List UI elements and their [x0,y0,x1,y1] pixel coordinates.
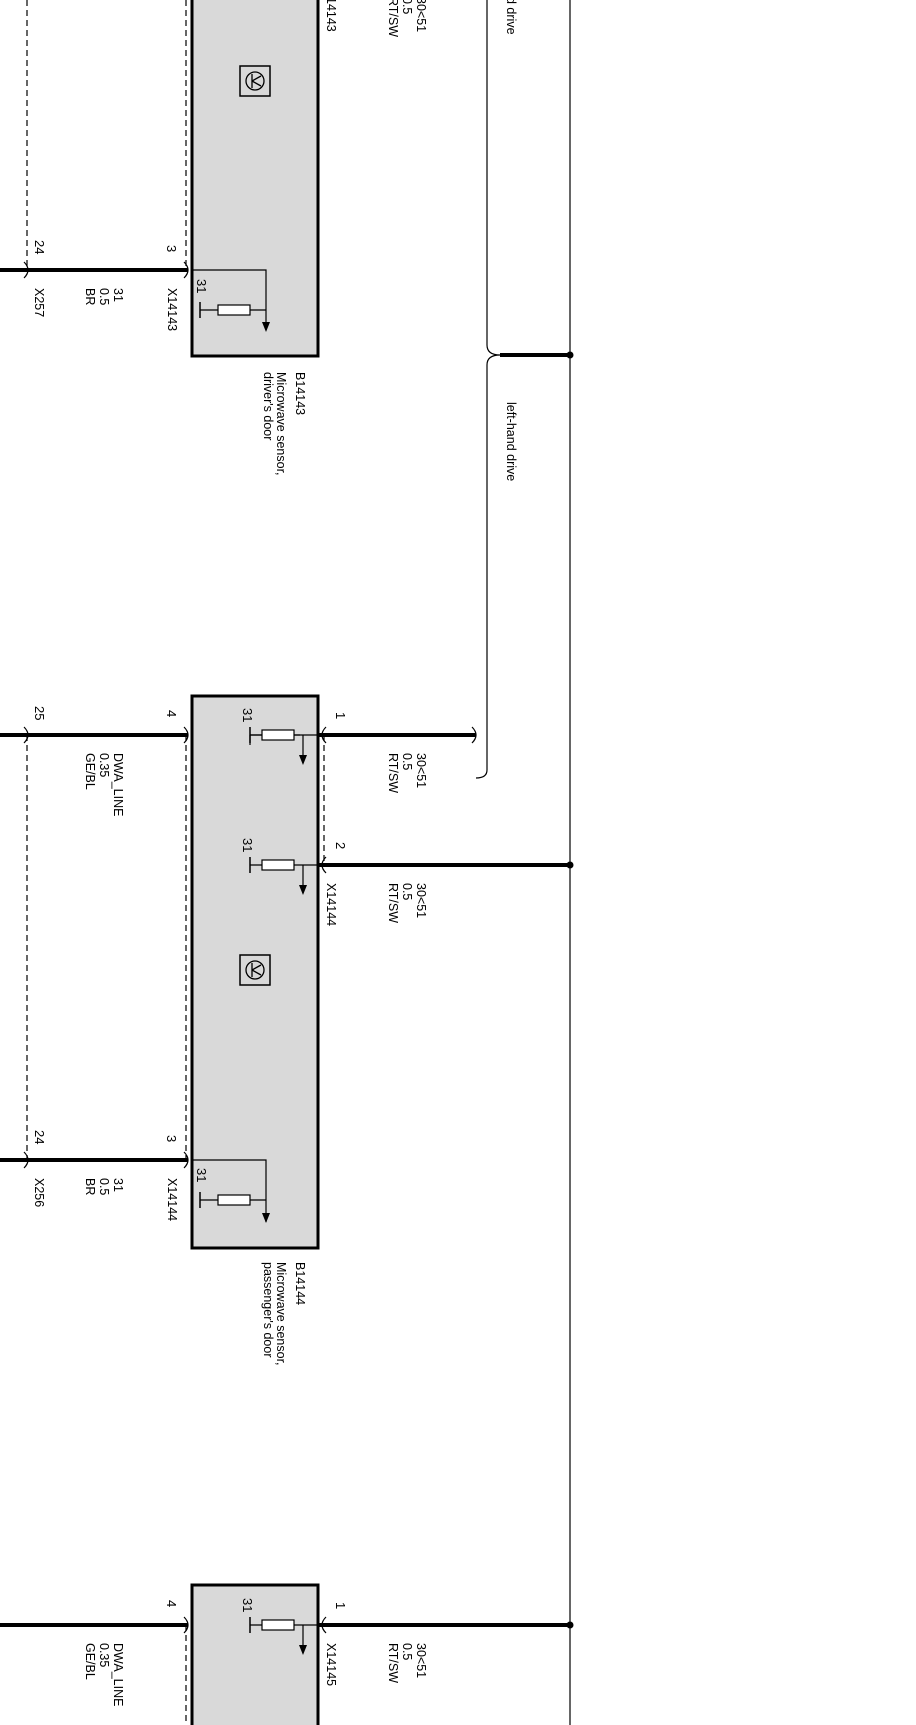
sensor1-pin2-label: 30<51 [414,0,428,32]
component-b14144-id: B14144 [293,1262,307,1305]
sensor2-pin3-size: 0.5 [97,1178,111,1195]
sensor2-pin3-signal: 31 [111,1178,125,1192]
connector-mark [23,261,29,279]
component-b14143-id: B14143 [293,372,307,415]
sensor3-pin4-signal: DWA_LINE [111,1643,125,1706]
sensor2-ext-pin3: 24 [32,1130,47,1144]
sensor1-pin2-connector: 14143 [324,0,338,32]
connector-mark [23,1151,29,1169]
sensor2-pin4: 4 [164,710,179,717]
sensor2-pin4-signal: DWA_LINE [111,753,125,816]
junction-dot [566,351,574,359]
sensor2-ext-connector: X256 [32,1178,46,1207]
pin1-resistor-icon [249,1617,318,1655]
sensor3-pin1-color: RT/SW [386,1643,400,1683]
sensor2-pin2-label: 30<51 [414,883,428,918]
junction-dot [566,861,574,869]
sensor3-pin4-color: GE/BL [83,1643,97,1680]
sensor3-pin1-size: 0.5 [400,1643,414,1660]
connector-mark [321,1616,327,1634]
sensor1-pin3-signal: 31 [111,288,125,302]
sensor1-ground-pin: 31 [194,279,209,293]
ground-resistor-icon [192,1159,270,1223]
connector-mark [183,1616,189,1634]
sensor3-pin1-connector: X14145 [324,1643,338,1686]
sensor2-pin2-color: RT/SW [386,883,400,923]
drive-brace [475,0,501,779]
component-b14143-desc2: driver's door [261,372,275,440]
sensor2-pin1-label: 30<51 [414,753,428,788]
sensor2-pin2-ground: 31 [240,838,255,852]
ground-resistor-icon [192,269,270,332]
sensor2-pin4-color: GE/BL [83,753,97,790]
connector-mark [183,261,189,279]
connector-mark [23,726,29,744]
microwave-sensor-icon [239,65,271,97]
sensor1-pin3: 3 [164,245,179,252]
sensor1-pin3-color: BR [83,288,97,305]
sensor1-pin3-size: 0.5 [97,288,111,305]
connector-mark [183,1151,189,1169]
sensor-box-b14143 [190,0,320,358]
sensor2-ground-pin: 31 [194,1168,209,1182]
component-b14144-desc1: Microwave sensor, [274,1262,288,1366]
sensor2-pin4-size: 0.35 [97,753,111,777]
sensor3-pin1: 1 [333,1602,348,1609]
pin2-resistor-icon [249,857,318,895]
sensor2-pin1: 1 [333,712,348,719]
brace-top-label: d drive [504,0,518,35]
connector-mark [321,856,327,874]
sensor2-pin3-color: BR [83,1178,97,1195]
sensor1-pin2-size: 0.5 [400,0,414,14]
sensor1-ext-connector: X257 [32,288,46,317]
sensor2-pin2-connector: X14144 [324,883,338,926]
sensor1-pin3-connector: X14143 [165,288,179,331]
connector-mark [183,726,189,744]
sensor2-pin1-size: 0.5 [400,753,414,770]
sensor-box-b14145 [190,1583,320,1725]
component-b14143-desc1: Microwave sensor, [274,372,288,476]
sensor3-pin1-label: 30<51 [414,1643,428,1678]
sensor2-pin1-color: RT/SW [386,753,400,793]
sensor2-pin1-ground: 31 [240,708,255,722]
sensor1-pin2-color: RT/SW [386,0,400,37]
brace-left-label: left-hand drive [504,402,518,481]
sensor2-pin2-size: 0.5 [400,883,414,900]
sensor2-pin3: 3 [164,1135,179,1142]
connector-mark [471,726,477,744]
pin1-resistor-icon [249,727,318,765]
sensor3-pin4-size: 0.35 [97,1643,111,1667]
sensor2-pin3-connector: X14144 [165,1178,179,1221]
sensor3-ground-pin: 31 [240,1598,255,1612]
sensor2-ext-pin4: 25 [32,706,47,720]
sensor3-pin4: 4 [164,1600,179,1607]
junction-dot [566,1621,574,1629]
sensor2-pin2: 2 [333,842,348,849]
connector-mark [321,726,327,744]
sensor1-ext-pin: 24 [32,240,47,254]
microwave-sensor-icon [239,954,271,986]
component-b14144-desc2: passenger's door [261,1262,275,1358]
